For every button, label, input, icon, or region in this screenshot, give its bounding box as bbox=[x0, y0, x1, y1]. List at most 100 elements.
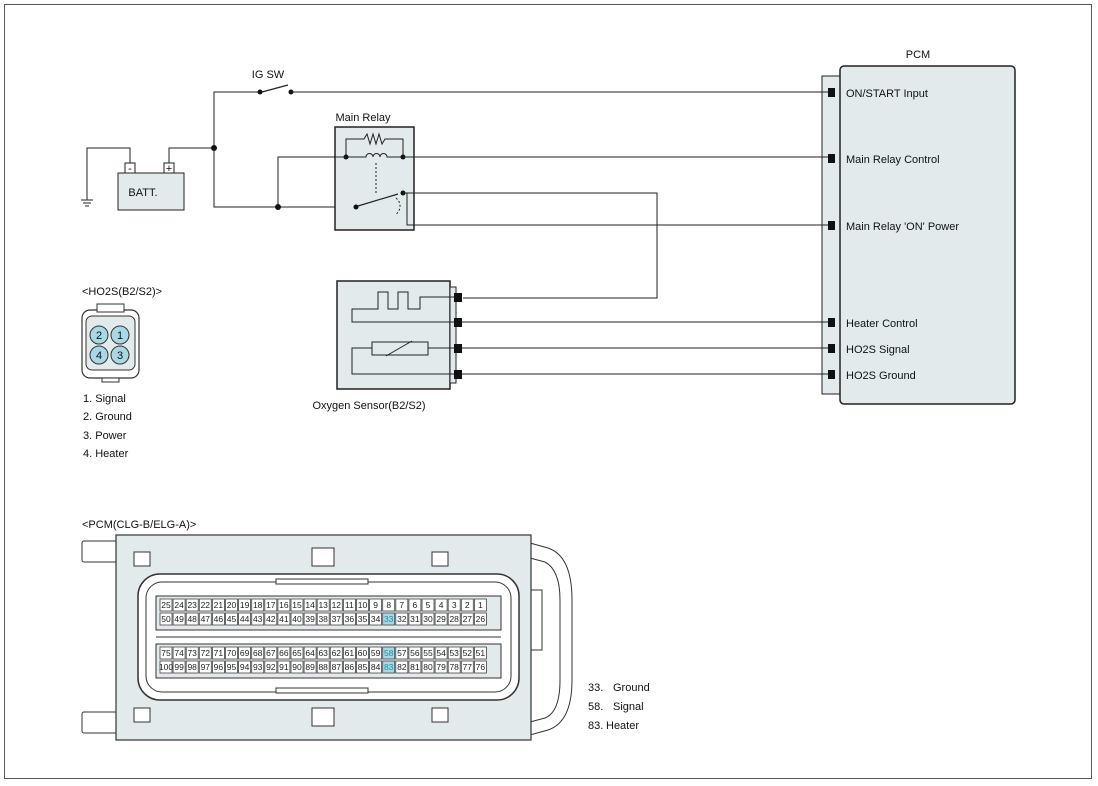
pcm-pin-number: 53 bbox=[449, 648, 459, 658]
pcm-pin-number: 32 bbox=[397, 614, 407, 624]
main-relay: Main Relay bbox=[334, 112, 415, 231]
pcm-pin-number: 94 bbox=[240, 662, 250, 672]
ho2s-connector-title: <HO2S(B2/S2)> bbox=[82, 286, 162, 298]
pcm-pin-cell bbox=[342, 646, 356, 660]
pcm-pin-cell bbox=[172, 612, 186, 626]
pcm-pin-cell bbox=[185, 660, 199, 674]
pcm-pin-cell bbox=[329, 660, 343, 674]
pcm-pin-cell bbox=[238, 612, 252, 626]
pcm-pin-cell bbox=[460, 612, 474, 626]
pcm-pin-number: 33 bbox=[384, 614, 394, 624]
pcm-module: PCM ON/START Input Main Relay Control Ma… bbox=[821, 49, 1016, 405]
ho2s-legend-item: 1. Signal bbox=[83, 393, 126, 405]
pcm-pin-cell bbox=[211, 646, 225, 660]
pcm-pin-number: 51 bbox=[476, 648, 486, 658]
pcm-pin-cell bbox=[356, 646, 369, 660]
pcm-pin-number: 77 bbox=[463, 662, 473, 672]
pcm-pin-number: 11 bbox=[345, 600, 354, 610]
pcm-pin-number: 78 bbox=[449, 662, 459, 672]
pcm-pin-number: 89 bbox=[305, 662, 315, 672]
pcm-pin-cell bbox=[198, 598, 212, 612]
pcm-pin-number: 34 bbox=[371, 614, 381, 624]
pcm-pin-cell bbox=[185, 612, 199, 626]
pcm-pin-number: 93 bbox=[253, 662, 263, 672]
pcm-legend-num: 58. bbox=[588, 701, 603, 713]
pcm-legend-name: Signal bbox=[613, 701, 644, 713]
pcm-pin-number: 1 bbox=[478, 600, 483, 610]
pcm-pin-number: 14 bbox=[305, 600, 315, 610]
pcm-pin-number: 71 bbox=[214, 648, 224, 658]
pcm-pin-cell bbox=[316, 612, 330, 626]
pcm-pin-cell bbox=[395, 612, 409, 626]
pcm-pin-cell bbox=[434, 660, 448, 674]
pcm-pin-number: 16 bbox=[279, 600, 289, 610]
pcm-pin-number: 91 bbox=[279, 662, 289, 672]
pcm-pin-ho2s-ground: HO2S Ground bbox=[846, 370, 916, 382]
ho2s-legend-item: 4. Heater bbox=[83, 448, 129, 460]
pcm-pin-number: 82 bbox=[397, 662, 407, 672]
ho2s-cavity: 1 bbox=[117, 330, 123, 342]
pcm-pin-number: 43 bbox=[253, 614, 263, 624]
pcm-pin-number: 46 bbox=[214, 614, 224, 624]
pcm-pin-number: 96 bbox=[214, 662, 224, 672]
pcm-pin-number: 2 bbox=[465, 600, 470, 610]
pcm-pin-number: 24 bbox=[174, 600, 184, 610]
pcm-pin-number: 31 bbox=[410, 614, 420, 624]
pcm-pin-cell bbox=[382, 598, 396, 612]
pcm-pin-number: 6 bbox=[413, 600, 418, 610]
pcm-pin-cell bbox=[473, 598, 487, 612]
pcm-pin-cell bbox=[316, 660, 330, 674]
pcm-pin-cell bbox=[303, 660, 317, 674]
pcm-pin-number: 8 bbox=[386, 600, 391, 610]
pcm-pin-number: 98 bbox=[187, 662, 197, 672]
pcm-pin-number: 79 bbox=[436, 662, 446, 672]
pcm-pin-number: 74 bbox=[174, 648, 184, 658]
pcm-pin-cell bbox=[460, 598, 474, 612]
pcm-pin-number: 36 bbox=[345, 614, 355, 624]
pcm-pin-number: 81 bbox=[410, 662, 420, 672]
pcm-pin-cell bbox=[251, 612, 265, 626]
pcm-legend-name: Heater bbox=[606, 720, 639, 732]
pcm-pin-number: 100 bbox=[159, 662, 173, 672]
pcm-pin-number: 84 bbox=[371, 662, 381, 672]
pcm-pin-number: 3 bbox=[452, 600, 457, 610]
pcm-pin-number: 37 bbox=[332, 614, 342, 624]
pcm-pin-cell bbox=[238, 598, 252, 612]
pcm-pin-cell bbox=[211, 660, 225, 674]
pcm-pin-number: 28 bbox=[449, 614, 459, 624]
pcm-pin-cell bbox=[238, 646, 252, 660]
pcm-pin-cell bbox=[356, 598, 369, 612]
pcm-pin-cell bbox=[434, 612, 448, 626]
battery: - + BATT. bbox=[117, 162, 185, 211]
pcm-pin-cell bbox=[329, 612, 343, 626]
pcm-pin-cell bbox=[303, 612, 317, 626]
pcm-pin-cell bbox=[395, 598, 409, 612]
pcm-pin-number: 26 bbox=[476, 614, 486, 624]
pcm-pin-number: 56 bbox=[410, 648, 420, 658]
pcm-pin-number: 75 bbox=[161, 648, 171, 658]
pcm-pin-cell bbox=[421, 660, 435, 674]
pcm-pin-cell bbox=[277, 612, 291, 626]
pcm-pin-number: 72 bbox=[201, 648, 211, 658]
pcm-pin-number: 5 bbox=[426, 600, 431, 610]
pcm-pin-number: 40 bbox=[292, 614, 302, 624]
pcm-pin-number: 19 bbox=[240, 600, 250, 610]
pcm-pin-cell bbox=[238, 660, 252, 674]
pcm-pin-number: 57 bbox=[397, 648, 407, 658]
pcm-pin-number: 27 bbox=[463, 614, 473, 624]
ho2s-connector: <HO2S(B2/S2)> 2 1 4 3 1. Signal 2. Groun… bbox=[81, 286, 162, 460]
pcm-pin-cell bbox=[356, 660, 369, 674]
pcm-pin-cell bbox=[473, 612, 487, 626]
ig-sw-label: IG SW bbox=[252, 69, 285, 81]
pcm-pin-cell bbox=[277, 646, 291, 660]
pcm-pin-number: 4 bbox=[439, 600, 444, 610]
pcm-pin-cell bbox=[342, 598, 356, 612]
pcm-pin-number: 68 bbox=[253, 648, 263, 658]
pcm-pin-cell bbox=[395, 646, 409, 660]
pcm-pin-number: 59 bbox=[371, 648, 381, 658]
pcm-pin-number: 87 bbox=[332, 662, 342, 672]
pcm-pin-number: 18 bbox=[253, 600, 263, 610]
pcm-pin-cell bbox=[264, 660, 278, 674]
pcm-pin-number: 86 bbox=[345, 662, 355, 672]
